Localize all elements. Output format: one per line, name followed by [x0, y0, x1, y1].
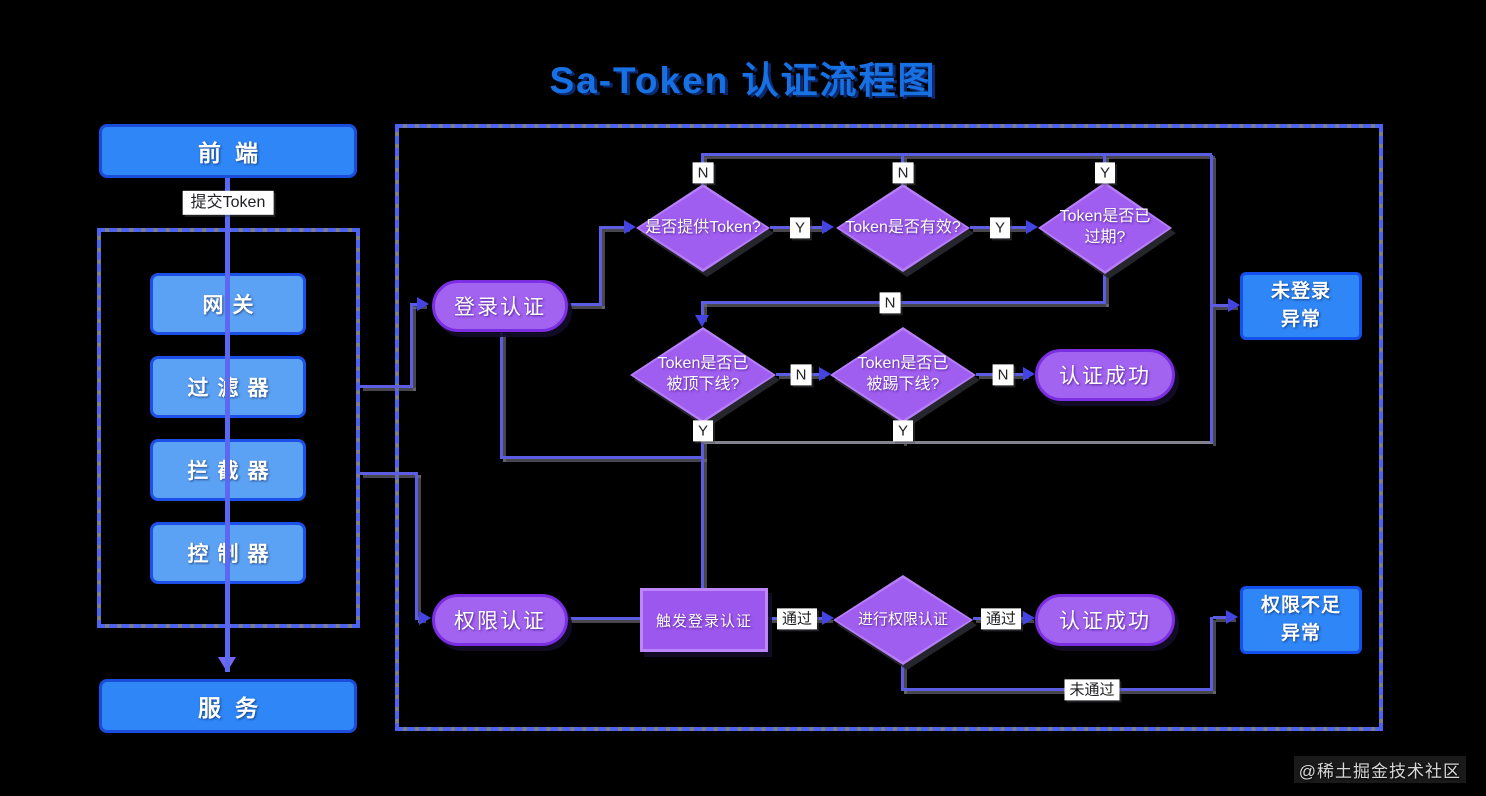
decision-token-replaced: Token是否已被顶下线? [630, 327, 776, 423]
submit-token-label: 提交Token [182, 190, 274, 216]
edge-perm-fail [901, 688, 1213, 691]
not-logged-in-line2: 异常 [1280, 309, 1321, 330]
edge-expired-n [701, 301, 1106, 304]
perm-success-node: 认证成功 [1035, 594, 1175, 646]
arrowhead-to-token-expired [1026, 220, 1038, 234]
edge-top-collector [701, 153, 1212, 156]
decision-token-replaced-label: Token是否已被顶下线? [657, 355, 749, 393]
arrowhead-to-provide-token [624, 220, 636, 234]
edge-login-bottom-loop [500, 332, 503, 459]
edge-filter-to-login [360, 385, 413, 388]
label-provide-no: N [692, 162, 714, 184]
decision-token-expired: Token是否已过期? [1038, 182, 1172, 274]
decision-token-valid-label: Token是否有效? [845, 218, 961, 236]
service-box: 服务 [99, 679, 357, 733]
insufficient-perm-line2: 异常 [1280, 623, 1321, 644]
edge-expired-n [1103, 274, 1106, 304]
login-success-label: 认证成功 [1059, 365, 1151, 388]
trigger-login-node: 触发登录认证 [640, 588, 768, 652]
edge-offline-collector [701, 441, 1213, 444]
edge-login-to-provide [599, 229, 602, 306]
label-kicked-yes: Y [892, 420, 914, 442]
edge-filter-to-login [410, 304, 413, 388]
edge-perm-fail [901, 665, 904, 691]
diagram-title: Sa-Token 认证流程图 [549, 60, 937, 101]
perm-success-label: 认证成功 [1059, 610, 1151, 633]
decision-token-expired-label: Token是否已过期? [1059, 208, 1151, 246]
edge-login-to-provide [568, 303, 602, 306]
perm-auth-label: 权限认证 [454, 610, 546, 633]
edge-interceptor-to-perm [415, 472, 418, 620]
frontend-to-service-line [225, 178, 230, 672]
decision-perform-perm: 进行权限认证 [833, 575, 973, 665]
label-perm-pass: 通过 [980, 608, 1022, 630]
label-replaced-no: N [790, 364, 812, 386]
decision-provide-token: 是否提供Token? [636, 184, 770, 272]
service-label: 服务 [198, 695, 272, 721]
label-kicked-no: N [992, 364, 1014, 386]
edge-to-not-logged-in [1213, 304, 1235, 307]
label-expired-yes: Y [1094, 162, 1116, 184]
arrowhead-to-token-valid [822, 220, 834, 234]
edge-trigger-vertical [701, 443, 704, 588]
decision-perform-perm-label: 进行权限认证 [857, 611, 948, 629]
arrowhead-to-not-logged-in [1228, 298, 1240, 312]
insufficient-perm-exception-box: 权限不足 异常 [1240, 586, 1362, 654]
label-perm-fail: 未通过 [1064, 679, 1120, 701]
edge-perm-fail [1213, 616, 1233, 619]
login-success-node: 认证成功 [1035, 349, 1175, 401]
not-logged-in-line1: 未登录 [1270, 281, 1331, 303]
edge-interceptor-to-perm [360, 472, 418, 475]
frontend-label: 前端 [198, 140, 272, 166]
flow-container [395, 124, 1383, 731]
flow-container-border-blue [395, 124, 1383, 731]
perm-auth-node: 权限认证 [432, 594, 568, 646]
arrowhead-to-perform-perm [822, 611, 834, 625]
edge-login-to-provide [599, 226, 627, 229]
edge-perm-to-trigger [568, 617, 640, 620]
frontend-box: 前端 [99, 124, 357, 178]
decision-token-kicked: Token是否已被踢下线? [830, 327, 976, 423]
arrowhead-to-no-perm-exception [1226, 610, 1238, 624]
label-trigger-pass: 通过 [776, 608, 818, 630]
edge-to-not-logged-in [1210, 155, 1213, 443]
label-valid-yes: Y [989, 217, 1011, 239]
label-valid-no: N [892, 162, 914, 184]
login-auth-label: 登录认证 [454, 296, 546, 319]
arrowhead-to-token-replaced [695, 315, 709, 327]
arrowhead-to-token-kicked [819, 367, 831, 381]
edge-login-bottom-loop [500, 456, 704, 459]
insufficient-perm-line1: 权限不足 [1260, 595, 1341, 617]
label-expired-no: N [879, 292, 901, 314]
decision-token-valid: Token是否有效? [836, 184, 970, 272]
login-auth-node: 登录认证 [432, 280, 568, 332]
label-replaced-yes: Y [692, 420, 714, 442]
arrowhead-to-perm-success [1023, 611, 1035, 625]
arrowhead-to-perm-auth [419, 611, 431, 625]
edge-perm-fail [1210, 617, 1213, 691]
edge-expired-n [701, 301, 704, 319]
trigger-login-label: 触发登录认证 [655, 612, 752, 630]
decision-token-kicked-label: Token是否已被踢下线? [857, 355, 949, 393]
arrowhead-to-login-auth [417, 297, 429, 311]
label-provide-yes: Y [789, 217, 811, 239]
not-logged-in-exception-box: 未登录 异常 [1240, 272, 1362, 340]
decision-provide-token-label: 是否提供Token? [645, 218, 761, 236]
arrowhead-to-login-success [1023, 367, 1035, 381]
watermark: @稀土掘金技术社区 [1293, 756, 1466, 783]
